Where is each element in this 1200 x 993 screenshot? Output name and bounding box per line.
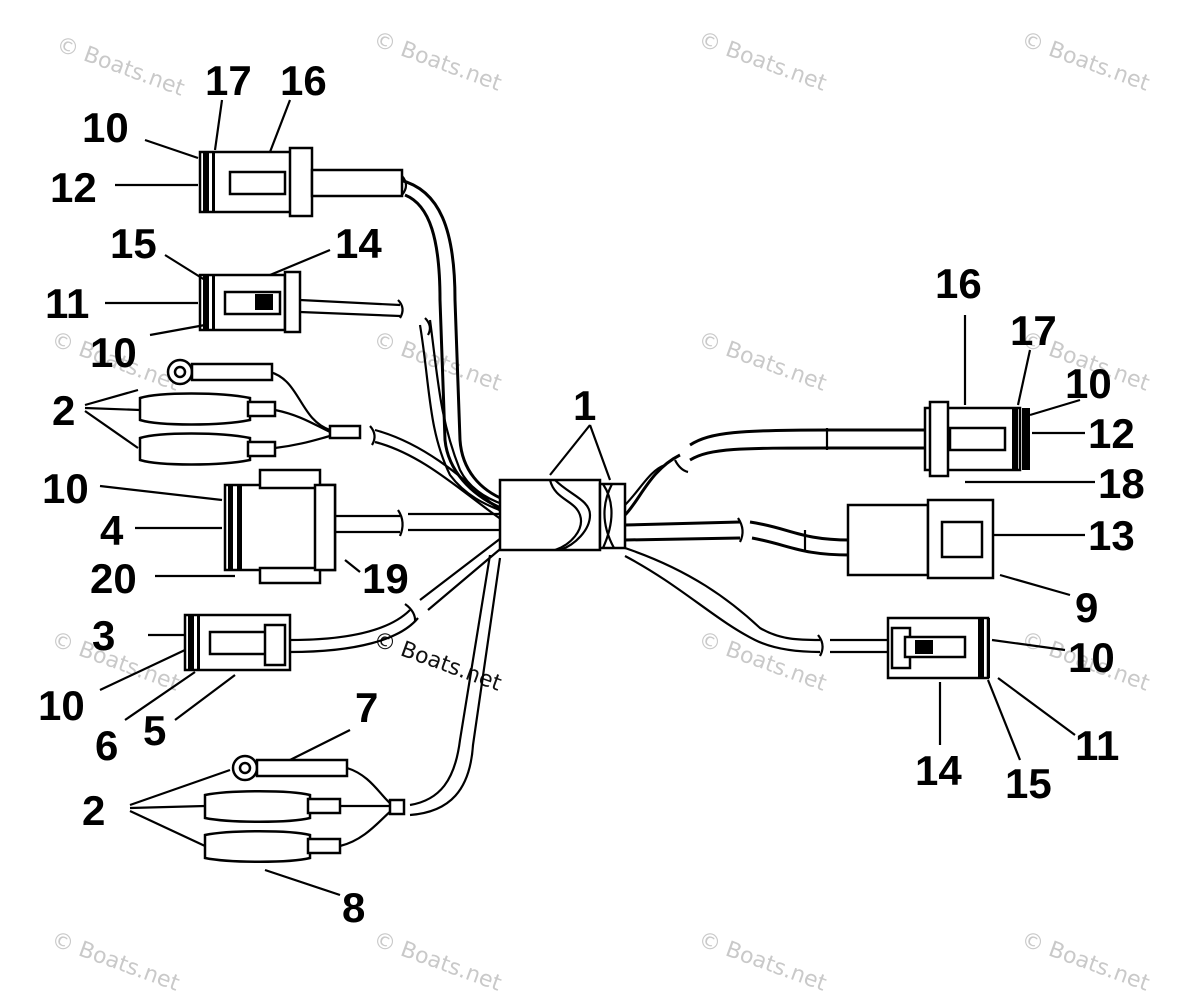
callout-9: 9: [1075, 584, 1098, 631]
callout-11: 11: [1075, 722, 1119, 769]
callout-19: 19: [362, 555, 409, 602]
callout-10: 10: [42, 465, 89, 512]
callout-20: 20: [90, 555, 137, 602]
callout-4: 4: [100, 507, 124, 554]
callout-10: 10: [90, 329, 137, 376]
connector-bottom-right: [886, 616, 990, 680]
watermark: © Boats.net: [1018, 927, 1153, 993]
callout-16: 16: [935, 260, 982, 307]
callout-10: 10: [1065, 360, 1112, 407]
terminal-group-lower: [203, 754, 406, 863]
callout-16: 16: [280, 57, 327, 104]
callout-labels: 17 16 10 12 15 14 11 10 2 10 4 20 19 3 1…: [38, 57, 1145, 931]
callout-6: 6: [95, 722, 118, 769]
callout-7: 7: [355, 684, 378, 731]
callout-14: 14: [915, 747, 962, 794]
connector-top-left: [198, 146, 404, 218]
watermark: © Boats.net: [370, 327, 505, 397]
watermark: © Boats.net: [370, 927, 505, 993]
callout-14: 14: [335, 220, 382, 267]
callout-13: 13: [1088, 512, 1135, 559]
connector-second-left: [198, 270, 302, 334]
callout-10: 10: [82, 104, 129, 151]
callout-10: 10: [38, 682, 85, 729]
watermark: © Boats.net: [695, 27, 830, 97]
watermark: © Boats.net: [695, 927, 830, 993]
watermark: © Boats.net: [695, 327, 830, 397]
watermark: © Boats.net: [1018, 27, 1153, 97]
harness-sleeve: [498, 478, 627, 552]
callout-12: 12: [50, 164, 97, 211]
watermark: © Boats.net: [370, 27, 505, 97]
connector-3: [183, 613, 292, 672]
callout-5: 5: [143, 707, 166, 754]
callout-18: 18: [1098, 460, 1145, 507]
watermark: © Boats.net: [53, 32, 188, 102]
callout-17: 17: [205, 57, 252, 104]
callout-12: 12: [1088, 410, 1135, 457]
harness-wires: [269, 171, 930, 817]
callout-15: 15: [1005, 760, 1052, 807]
callout-2: 2: [52, 387, 75, 434]
callout-17: 17: [1010, 307, 1057, 354]
terminal-group-upper: [138, 358, 277, 466]
watermark: © Boats.net: [695, 627, 830, 697]
connector-13: [846, 498, 995, 580]
callout-3: 3: [92, 612, 115, 659]
callout-15: 15: [110, 220, 157, 267]
callout-10: 10: [1068, 634, 1115, 681]
callout-8: 8: [342, 884, 365, 931]
connector-4: [223, 468, 337, 585]
watermark: © Boats.net: [48, 927, 183, 993]
callout-11: 11: [45, 280, 89, 327]
leader-lines: [84, 99, 1095, 897]
callout-1: 1: [573, 382, 596, 429]
connector-top-right: [923, 400, 1030, 478]
callout-2: 2: [82, 787, 105, 834]
